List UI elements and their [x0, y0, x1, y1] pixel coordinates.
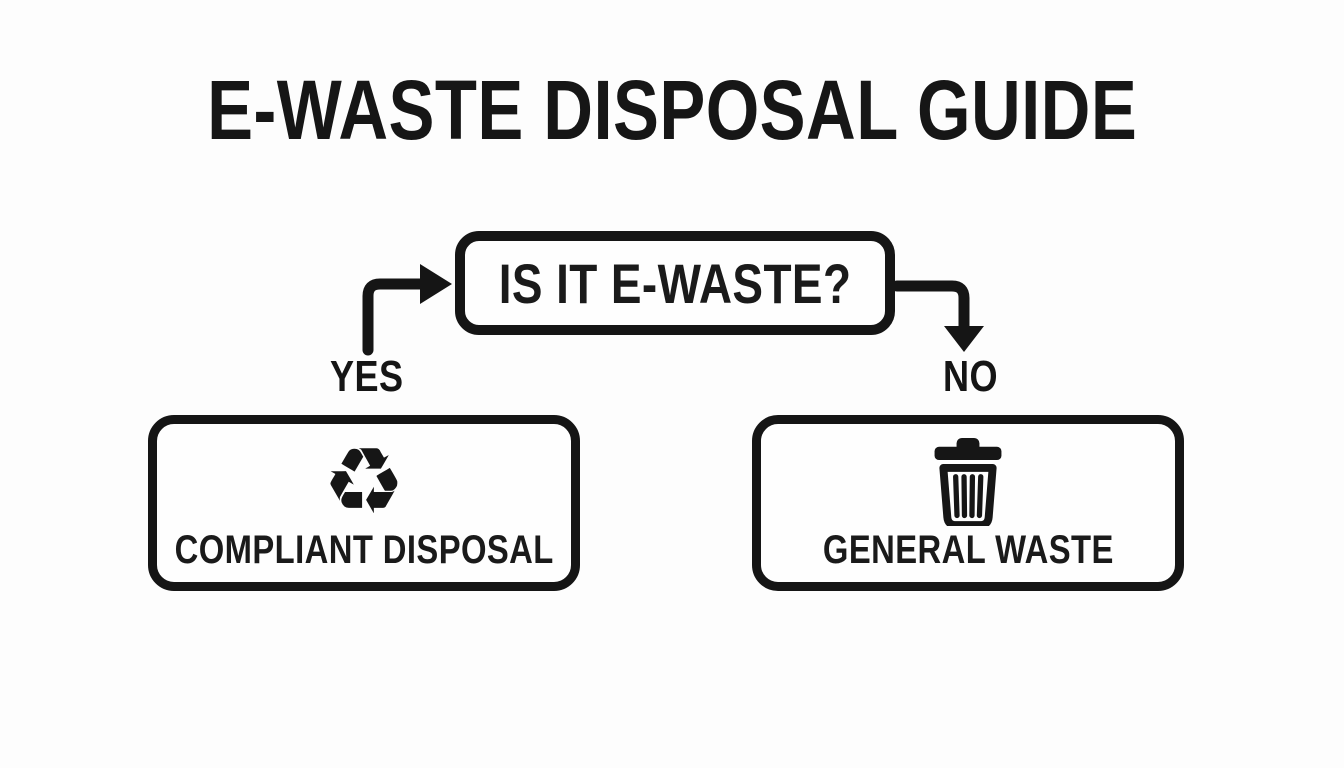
yes-connector-arrow: [362, 264, 452, 356]
yes-arrowhead-icon: [420, 264, 452, 304]
general-waste-label: GENERAL WASTE: [822, 527, 1114, 572]
recycle-icon: ♻: [322, 427, 406, 535]
decision-box: IS IT E-WASTE?: [455, 231, 895, 335]
outcome-box-general-waste: GENERAL WASTE: [752, 415, 1184, 591]
compliant-disposal-label: COMPLIANT DISPOSAL: [174, 527, 554, 572]
outcome-box-compliant-disposal: ♻ COMPLIANT DISPOSAL: [148, 415, 580, 591]
no-arrowhead-icon: [944, 326, 984, 352]
page-title: E-WASTE DISPOSAL GUIDE: [0, 62, 1344, 159]
no-connector-arrow: [891, 280, 984, 352]
no-label: NO: [942, 352, 998, 401]
trash-icon: [929, 437, 1007, 526]
page-title-text: E-WASTE DISPOSAL GUIDE: [206, 63, 1138, 157]
decision-label: IS IT E-WASTE?: [498, 251, 852, 315]
yes-label: YES: [330, 352, 404, 401]
